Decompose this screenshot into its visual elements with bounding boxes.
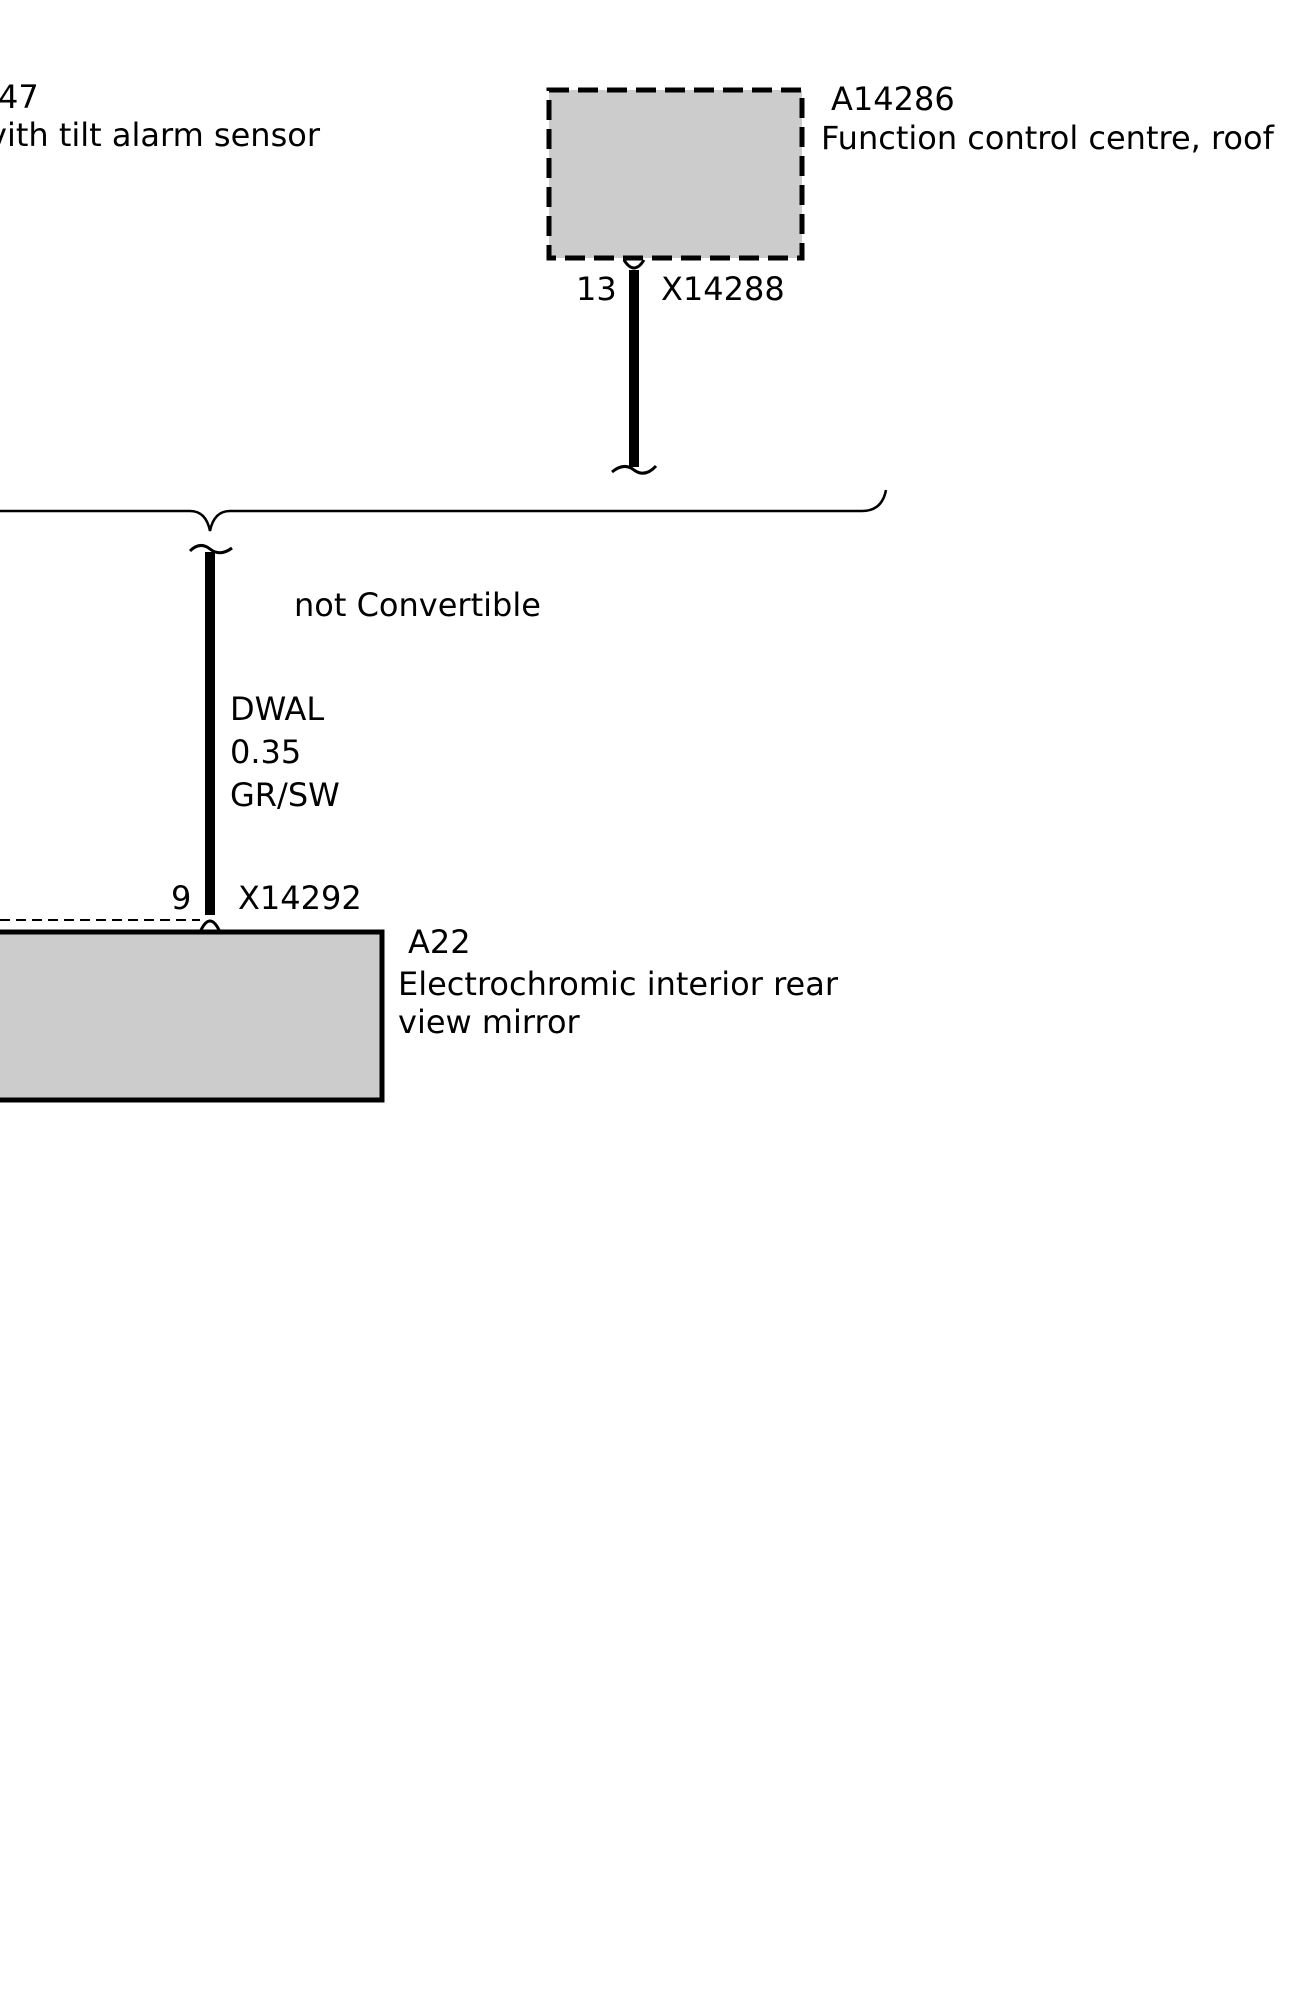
mirror-id: A22 <box>408 923 471 961</box>
roof-control-description: Function control centre, roof <box>821 119 1275 157</box>
variant-label: not Convertible <box>294 586 541 624</box>
mirror-connector-pin: 9 <box>171 879 191 917</box>
variant-bracket <box>0 489 888 532</box>
left-component-id: 47 <box>0 78 39 116</box>
mirror-connector-id: X14292 <box>238 879 362 917</box>
roof-connector-pin: 13 <box>576 270 617 308</box>
left-component-description: vith tilt alarm sensor <box>0 116 321 154</box>
mirror-description-line1: Electrochromic interior rear <box>398 965 839 1003</box>
mirror-connector-socket <box>199 919 221 931</box>
wire-color: GR/SW <box>230 776 340 814</box>
mirror-box <box>0 929 385 1103</box>
roof-connector-id: X14288 <box>661 270 785 308</box>
wire-signal: DWAL <box>230 690 324 728</box>
roof-connector-socket <box>622 259 646 270</box>
roof-control-id: A14286 <box>831 80 955 118</box>
mirror-description-line2: view mirror <box>398 1003 581 1041</box>
mirror-wire-break <box>188 544 233 555</box>
roof-wire-break <box>611 464 658 475</box>
roof-control-box <box>546 87 805 261</box>
wire-cross-section: 0.35 <box>230 733 301 771</box>
